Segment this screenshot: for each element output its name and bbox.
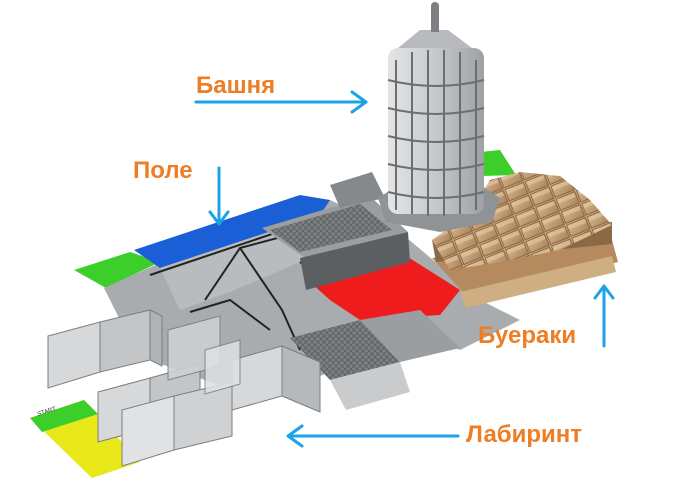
gullies-blocks [432, 172, 612, 270]
tower-spire-tip [431, 2, 439, 10]
green-zone-right [480, 150, 516, 176]
maze-wall [204, 339, 241, 395]
field-label: Поле [133, 157, 193, 184]
gullies-label: Буераки [478, 322, 577, 349]
grate-pit-ramp [330, 362, 410, 410]
side-ramp [360, 310, 460, 362]
tower-arrow [194, 90, 368, 114]
maze-wall [99, 309, 151, 373]
start-marking: START [37, 406, 57, 418]
tower-spire [431, 6, 439, 32]
tower-label: Башня [196, 72, 276, 99]
callout-arrows [194, 90, 615, 448]
platform-front [300, 232, 410, 290]
blue-zone [134, 195, 330, 268]
tower-body [388, 48, 484, 214]
upper-ramp [330, 172, 385, 208]
green-zone-start [30, 400, 98, 432]
gullies-structure [432, 172, 618, 308]
tower-structure [378, 2, 500, 232]
tower-cap [398, 30, 472, 48]
red-zone [310, 252, 460, 320]
maze-wall [149, 309, 163, 367]
green-zone-left [74, 252, 160, 288]
maze-wall [281, 345, 321, 413]
maze-wall [47, 321, 101, 389]
maze-structure [47, 309, 321, 467]
maze-arrow [286, 424, 460, 448]
gullies-arrow [593, 284, 615, 348]
grate-panel [270, 204, 392, 252]
maze-label: Лабиринт [466, 421, 583, 448]
field-arrow [208, 166, 230, 226]
gullies-front-slats [460, 256, 616, 308]
tower-lattice [387, 50, 485, 216]
